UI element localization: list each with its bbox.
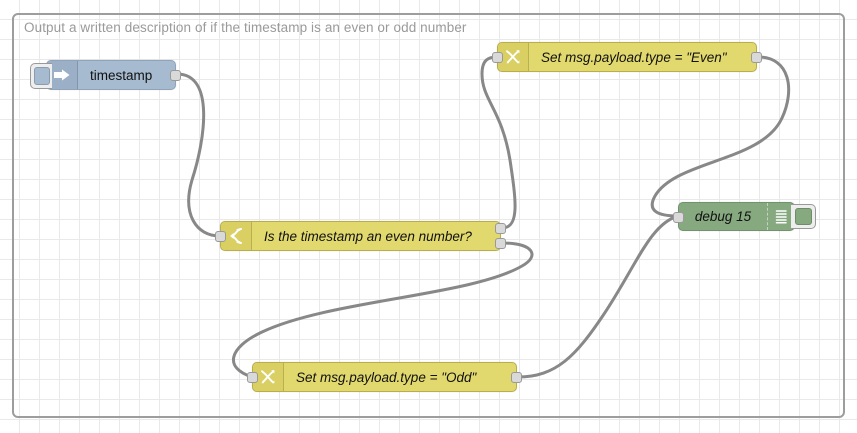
node-debug-label: debug 15 <box>694 209 752 224</box>
inject-trigger-button-inner <box>33 67 50 85</box>
node-change-odd[interactable]: Set msg.payload.type = "Odd" <box>247 362 522 392</box>
inject-output-port[interactable] <box>170 70 181 81</box>
change-odd-input-port[interactable] <box>247 372 258 383</box>
switch-output-port-2[interactable] <box>495 238 506 249</box>
node-change-even-label: Set msg.payload.type = "Even" <box>541 49 727 65</box>
flow-group-label: Output a written description of if the t… <box>24 20 467 35</box>
inject-trigger-button[interactable] <box>30 63 52 89</box>
node-inject-label: timestamp <box>90 67 153 83</box>
switch-output-port-1[interactable] <box>495 223 506 234</box>
switch-branch-icon <box>221 222 252 250</box>
change-even-output-port[interactable] <box>751 52 762 63</box>
node-change-even[interactable]: Set msg.payload.type = "Even" <box>492 42 762 72</box>
node-change-odd-label: Set msg.payload.type = "Odd" <box>296 369 477 385</box>
change-even-input-port[interactable] <box>492 52 503 63</box>
switch-input-port[interactable] <box>215 231 226 242</box>
flow-group-container[interactable]: Output a written description of if the t… <box>12 13 845 418</box>
change-odd-output-port[interactable] <box>511 372 522 383</box>
inject-arrow-icon <box>47 61 78 89</box>
change-swap-icon <box>253 363 284 391</box>
debug-enable-toggle-inner <box>794 208 812 225</box>
debug-enable-toggle[interactable] <box>791 204 816 229</box>
debug-input-port[interactable] <box>673 212 684 223</box>
node-switch-even-check[interactable]: Is the timestamp an even number? <box>215 221 506 251</box>
node-switch-label: Is the timestamp an even number? <box>264 228 472 244</box>
node-debug[interactable]: debug 15 <box>673 202 816 231</box>
change-swap-icon <box>498 43 529 71</box>
debug-list-icon <box>767 203 794 230</box>
node-inject-timestamp[interactable]: timestamp <box>30 60 181 90</box>
